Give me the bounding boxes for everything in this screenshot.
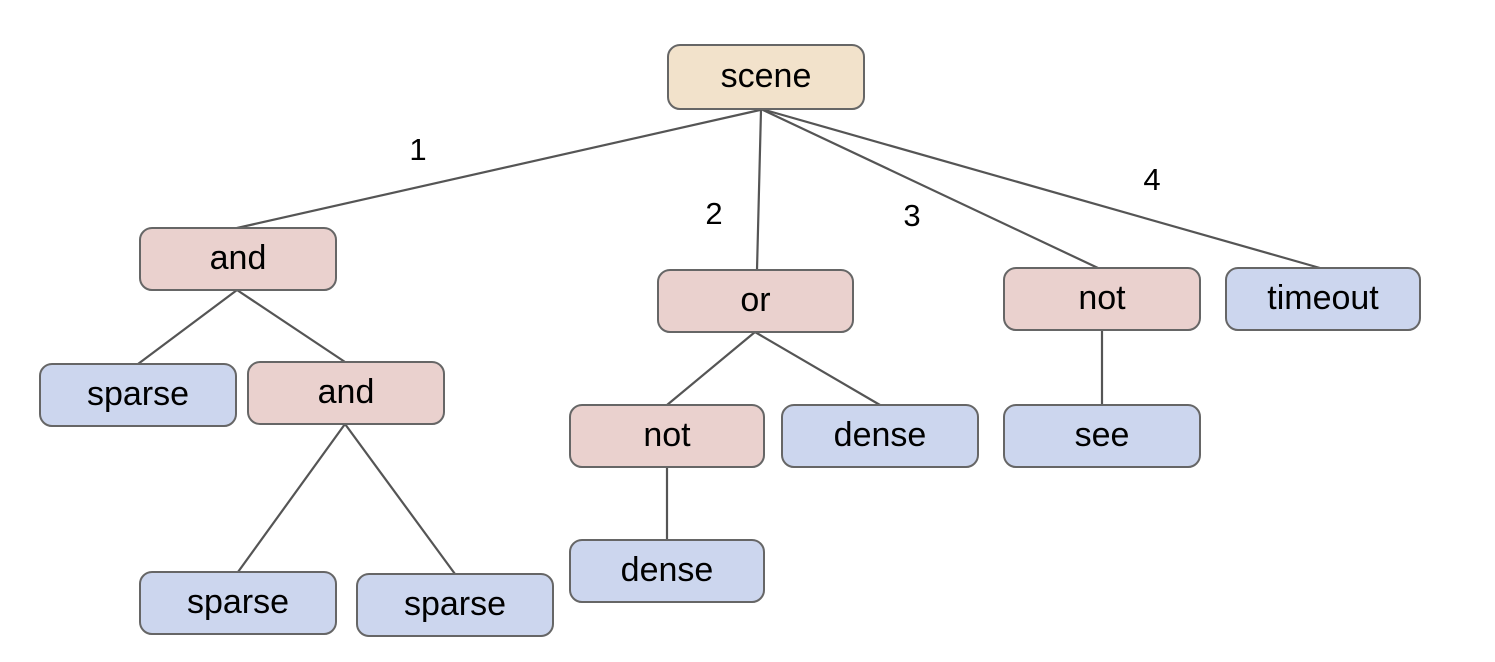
tree-edge (761, 108, 1100, 270)
node-box[interactable] (657, 269, 854, 333)
tree-edge (236, 422, 347, 574)
node-label: sparse (87, 375, 189, 413)
node-label: sparse (404, 585, 506, 623)
edge-label: 1 (409, 132, 426, 167)
node-box[interactable] (667, 44, 865, 110)
node-box[interactable] (1003, 267, 1201, 331)
tree-edge (136, 288, 239, 366)
node-label: and (318, 373, 375, 411)
tree-node-not2[interactable]: not (1003, 267, 1201, 331)
tree-edge (755, 108, 763, 272)
tree-node-and2[interactable]: and (247, 361, 445, 425)
node-box[interactable] (569, 404, 765, 468)
node-label: dense (621, 551, 714, 589)
node-label: not (1078, 279, 1126, 317)
edge-labels-layer: 1 2 3 4 (409, 132, 1160, 233)
tree-node-sparse3[interactable]: sparse (356, 573, 554, 637)
tree-node-dense1[interactable]: dense (781, 404, 979, 468)
tree-node-timeout1[interactable]: timeout (1225, 267, 1421, 331)
tree-edge (763, 108, 1322, 270)
edge-label: 4 (1143, 162, 1160, 197)
edge-label: 3 (903, 198, 920, 233)
node-label: dense (834, 416, 927, 454)
tree-edge (343, 422, 457, 576)
tree-node-not1[interactable]: not (569, 404, 765, 468)
node-box[interactable] (39, 363, 237, 427)
tree-edge (235, 108, 762, 230)
tree-node-sparse2[interactable]: sparse (139, 571, 337, 635)
tree-edge (665, 330, 757, 407)
node-box[interactable] (356, 573, 554, 637)
edges-layer (136, 108, 1322, 576)
tree-node-and1[interactable]: and (139, 227, 337, 291)
node-box[interactable] (1003, 404, 1201, 468)
node-box[interactable] (781, 404, 979, 468)
tree-node-dense2[interactable]: dense (569, 539, 765, 603)
tree-edge (753, 330, 882, 407)
node-label: sparse (187, 583, 289, 621)
edge-label: 2 (705, 196, 722, 231)
node-box[interactable] (139, 571, 337, 635)
node-box[interactable] (247, 361, 445, 425)
node-label: scene (721, 57, 812, 95)
nodes-layer: scene and sparse and sparse sparse or not dense d… (39, 44, 1421, 637)
node-label: or (740, 281, 770, 319)
tree-edge (235, 288, 347, 364)
node-label: timeout (1267, 279, 1379, 317)
node-label: see (1075, 416, 1130, 454)
node-box[interactable] (1225, 267, 1421, 331)
tree-node-see1[interactable]: see (1003, 404, 1201, 468)
node-label: not (643, 416, 691, 454)
tree-node-scene[interactable]: scene (667, 44, 865, 110)
node-label: and (210, 239, 267, 277)
node-box[interactable] (569, 539, 765, 603)
tree-node-sparse1[interactable]: sparse (39, 363, 237, 427)
tree-node-or1[interactable]: or (657, 269, 854, 333)
node-box[interactable] (139, 227, 337, 291)
